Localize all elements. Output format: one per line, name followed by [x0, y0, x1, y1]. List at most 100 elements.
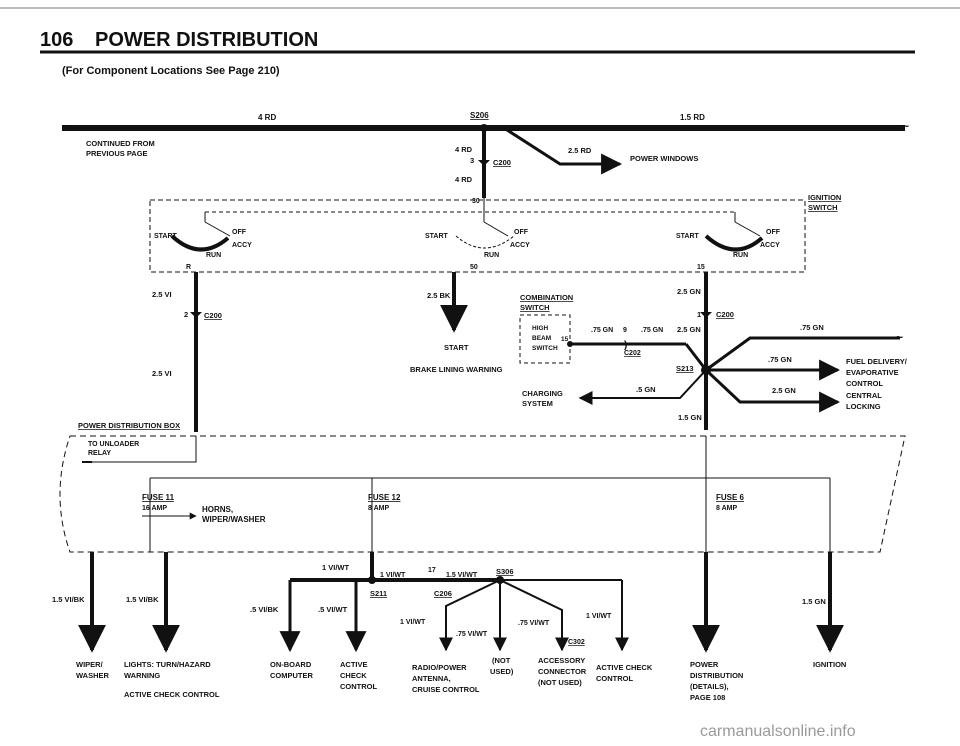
continued-from-line1: CONTINUED FROM	[86, 139, 155, 148]
radio-label1: RADIO/POWER	[412, 663, 467, 672]
bus-break-right: ~	[902, 119, 909, 133]
right-c200-symbol	[700, 312, 712, 318]
ignition-switch: IGNITION SWITCH 30 START OFF ACCY RUN R …	[149, 193, 841, 273]
power-windows-wire-label: 2.5 RD	[568, 146, 592, 155]
right-switch-contact	[704, 234, 764, 252]
fuel-label3: CONTROL	[846, 379, 883, 388]
right-start: START	[676, 233, 700, 240]
charging-wire	[578, 369, 707, 405]
obc-label1: ON-BOARD	[270, 660, 312, 669]
center-switch-arm	[483, 221, 509, 237]
top-bus: ~ ~ 4 RD S206 1.5 RD CONTINUED FROM PREV…	[62, 111, 909, 198]
hbs-line2: BEAM	[532, 335, 551, 342]
left-off: OFF	[232, 229, 247, 236]
center-off: OFF	[514, 229, 529, 236]
high-beam-switch-box	[519, 314, 571, 364]
accessory-wire-label: .75 VI/WT	[518, 620, 550, 627]
output-labels: WIPER/ WASHER LIGHTS: TURN/HAZARD WARNIN…	[76, 656, 846, 702]
ignition-wire-label: 1.5 GN	[802, 597, 826, 606]
lights-acc-label: ACTIVE CHECK CONTROL	[124, 690, 220, 699]
central-wire-label: 2.5 GN	[772, 386, 796, 395]
left-c200-pin: 2	[184, 310, 188, 319]
lights-label1: LIGHTS: TURN/HAZARD	[124, 660, 211, 669]
charging-label1: CHARGING	[522, 389, 563, 398]
c202-symbol: )	[624, 340, 627, 351]
relay-label2: RELAY	[88, 450, 111, 457]
radio-wire-label: .75 VI/WT	[456, 631, 488, 638]
terminal-30: 30	[472, 198, 480, 205]
hbs-line3: SWITCH	[532, 345, 558, 352]
right-accy: ACCY	[760, 242, 780, 249]
obc-label2: COMPUTER	[270, 671, 314, 680]
combination-switch-label2: SWITCH	[520, 303, 550, 312]
start-wire-label: 2.5 BK	[427, 291, 451, 300]
obc-wire-label: .5 VI/BK	[250, 605, 279, 614]
center-run: RUN	[484, 252, 499, 259]
center-start: START	[425, 233, 449, 240]
fuel-label2: EVAPORATIVE	[846, 368, 899, 377]
c202-pin9: 9	[623, 327, 627, 334]
lights-wire-label: 1.5 VI/BK	[126, 595, 159, 604]
middle-section: 2.5 VI 2 C200 2.5 VI 2.5 BK START BRAKE …	[152, 272, 908, 432]
charging-wire-label: .5 GN	[636, 385, 656, 394]
left-switch-contact	[170, 234, 230, 252]
left-run: RUN	[206, 252, 221, 259]
hbs-pin-15: 15	[561, 336, 569, 343]
bus-wire-right-label: 1.5 RD	[680, 113, 705, 122]
horns-label2: WIPER/WASHER	[202, 515, 266, 524]
fuel-top-wire-break: ~	[896, 330, 903, 344]
power-box-outline	[59, 435, 906, 553]
fuse11-amp: 16 AMP	[142, 505, 167, 512]
right-wire-bottom-label: 1.5 GN	[678, 413, 702, 422]
radio-label2: ANTENNA,	[412, 674, 451, 683]
left-c200-symbol	[190, 312, 202, 318]
left-start: START	[154, 233, 178, 240]
ignition-switch-label1: IGNITION	[808, 193, 841, 202]
wiper-wire-label: 1.5 VI/BK	[52, 595, 85, 604]
radio-wire	[439, 579, 501, 652]
acc-label2: CHECK	[340, 671, 367, 680]
charging-label2: SYSTEM	[522, 399, 553, 408]
right-c200-pin: 1	[697, 310, 701, 319]
feed-wire-lower-label: 4 RD	[455, 175, 473, 184]
ignition-switch-label2: SWITCH	[808, 203, 838, 212]
ignition-output-label: IGNITION	[813, 660, 846, 669]
page-number: 106	[40, 29, 73, 51]
right-off: OFF	[766, 229, 781, 236]
central-label2: LOCKING	[846, 402, 881, 411]
hbs-line1: HIGH	[532, 325, 549, 332]
fuse12-out-label: 1 VI/WT	[322, 563, 350, 572]
hbs-to-s213	[684, 343, 708, 371]
pd-label3: (DETAILS),	[690, 682, 729, 691]
splice-s306-label: S306	[496, 567, 514, 576]
central-label1: CENTRAL	[846, 391, 882, 400]
hbs-wire2-label: .75 GN	[641, 327, 663, 334]
hbs-terminal	[567, 341, 573, 347]
splice-s206-label: S206	[470, 111, 489, 120]
connector-c200-symbol	[478, 160, 490, 166]
connector-c200-label: C200	[493, 158, 511, 167]
central-locking-wire	[704, 368, 841, 413]
acc2-label2: CONTROL	[596, 674, 633, 683]
ignition-switch-box	[149, 199, 806, 273]
power-windows-label: POWER WINDOWS	[630, 154, 698, 163]
fuse12-amp: 8 AMP	[368, 505, 389, 512]
fuse6-label: FUSE 6	[716, 493, 745, 502]
terminal-50: 50	[470, 264, 478, 271]
c206-pin17: 17	[428, 567, 436, 574]
start-label: START	[444, 343, 469, 352]
accessory-label1: ACCESSORY	[538, 656, 585, 665]
left-wire-bottom-label: 2.5 VI	[152, 369, 172, 378]
bus-break-left: ~	[62, 119, 69, 133]
watermark: carmanualsonline.info	[700, 723, 856, 740]
not-used-label1: (NOT	[492, 656, 511, 665]
accessory-label3: (NOT USED)	[538, 678, 582, 687]
c200-pin3: 3	[470, 156, 474, 165]
center-switch-contact	[455, 235, 515, 249]
combination-switch-label1: COMBINATION	[520, 293, 573, 302]
right-wire-mid-label: 2.5 GN	[677, 325, 701, 334]
pd-label1: POWER	[690, 660, 719, 669]
wiper-label2: WASHER	[76, 671, 110, 680]
feed-wire-upper-label: 4 RD	[455, 145, 473, 154]
